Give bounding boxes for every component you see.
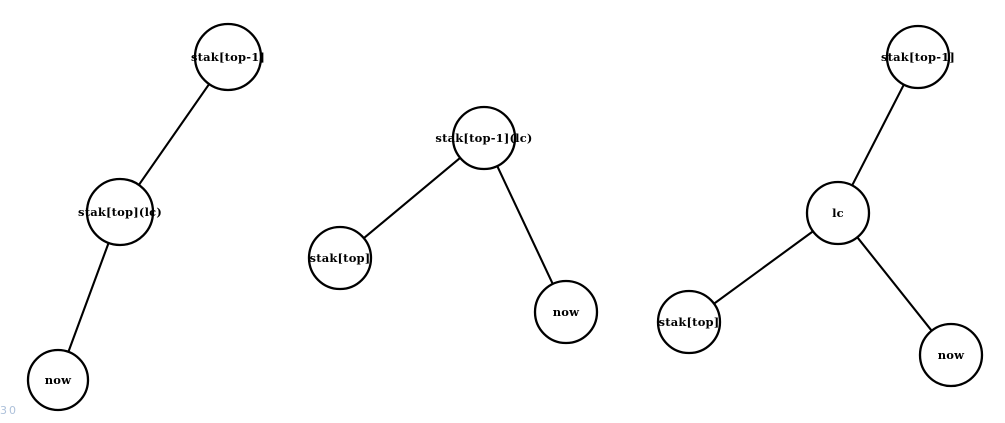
node-circle[interactable] (656, 289, 722, 355)
tree-edge (850, 81, 906, 189)
node-circle[interactable] (85, 177, 155, 247)
tree-middle-edges (361, 155, 555, 287)
node-label: stak[top-1] (881, 50, 955, 64)
tree-left-nodes: stak[top-1] stak[top](lc) now (26, 22, 265, 412)
node-label: now (45, 373, 72, 387)
tree-left-edges (66, 81, 212, 355)
tree-edge (495, 163, 555, 287)
tree-node[interactable]: stak[top-1] (191, 22, 265, 92)
tree-node[interactable]: now (918, 322, 984, 388)
node-label: stak[top](lc) (78, 205, 162, 219)
node-circle[interactable] (885, 24, 951, 90)
nodes-layer: stak[top-1]stak[top](lc)nowstak[top-1](l… (26, 22, 984, 412)
node-label: stak[top-1](lc) (435, 131, 532, 145)
tree-edge (66, 240, 111, 355)
node-circle[interactable] (805, 180, 871, 246)
node-label: stak[top] (659, 315, 720, 329)
tree-node[interactable]: now (26, 348, 90, 412)
tree-edge (855, 234, 934, 334)
tree-node[interactable]: stak[top] (656, 289, 722, 355)
node-label: stak[top] (310, 251, 371, 265)
node-label: stak[top-1] (191, 50, 265, 64)
tree-node[interactable]: now (533, 279, 599, 345)
tree-edge (361, 155, 463, 241)
watermark-text: 30 (0, 404, 18, 417)
tree-edge (136, 81, 212, 188)
node-circle[interactable] (307, 225, 373, 291)
tree-right-nodes: stak[top-1] lc stak[top] now (656, 24, 984, 388)
tree-middle-nodes: stak[top-1](lc) stak[top] now (307, 105, 599, 345)
node-circle[interactable] (533, 279, 599, 345)
tree-node[interactable]: stak[top] (307, 225, 373, 291)
edges-layer (66, 81, 934, 355)
node-label: now (938, 348, 965, 362)
node-circle[interactable] (26, 348, 90, 412)
tree-edge (711, 229, 816, 306)
tree-node[interactable]: stak[top-1] (881, 24, 955, 90)
tree-right-edges (711, 81, 934, 334)
tree-node[interactable]: stak[top](lc) (78, 177, 162, 247)
node-label: now (553, 305, 580, 319)
node-label: lc (832, 206, 844, 220)
node-circle[interactable] (918, 322, 984, 388)
node-circle[interactable] (451, 105, 517, 171)
tree-node[interactable]: lc (805, 180, 871, 246)
node-circle[interactable] (193, 22, 263, 92)
tree-node[interactable]: stak[top-1](lc) (435, 105, 532, 171)
